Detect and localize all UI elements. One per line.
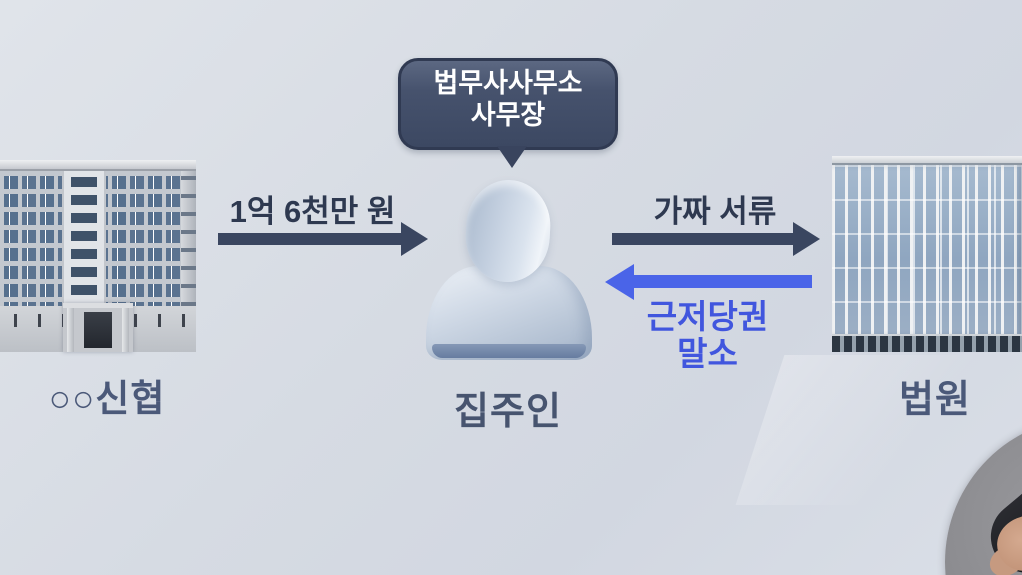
fake-documents-arrow-shaft xyxy=(612,233,794,245)
money-flow-label: 1억 6천만 원 xyxy=(229,194,396,229)
building-ground-floor xyxy=(0,303,196,352)
building-glass-facade xyxy=(832,165,1022,336)
homeowner-figure-base xyxy=(432,344,586,358)
speech-bubble-tail xyxy=(497,146,527,168)
entrance-column xyxy=(122,308,129,352)
money-arrow-head xyxy=(401,222,428,256)
entrance-door xyxy=(84,312,112,348)
building-center-column xyxy=(62,171,106,306)
speech-bubble-line2: 사무장 xyxy=(470,100,546,131)
building-entrance xyxy=(63,303,133,352)
building-base-floor xyxy=(832,334,1022,352)
left-building-label: ○○신협 xyxy=(48,378,166,419)
building-parapet xyxy=(832,156,1022,165)
credit-union-building-illustration xyxy=(0,160,196,352)
building-side-face xyxy=(181,171,196,306)
fake-documents-flow-label: 가짜 서류 xyxy=(653,194,777,229)
building-center-windows xyxy=(71,171,97,306)
mortgage-cancellation-label-line1: 근저당권 xyxy=(646,298,769,335)
fake-documents-arrow-head xyxy=(793,222,820,256)
money-arrow-shaft xyxy=(218,233,402,245)
speech-bubble-line1: 법무사사무소 xyxy=(433,68,583,98)
mortgage-cancellation-arrow-shaft xyxy=(634,275,812,288)
mortgage-cancellation-arrow-head xyxy=(605,264,634,300)
court-building-illustration xyxy=(832,156,1022,352)
entrance-column xyxy=(67,308,74,352)
building-roof xyxy=(0,160,196,171)
homeowner-label: 집주인 xyxy=(454,391,562,433)
mortgage-cancellation-label-line2: 말소 xyxy=(677,334,738,372)
mortgage-cancellation-label: 근저당권 말소 xyxy=(600,298,815,373)
court-label: 법원 xyxy=(899,379,971,421)
speech-bubble: 법무사사무소 사무장 xyxy=(398,58,618,168)
